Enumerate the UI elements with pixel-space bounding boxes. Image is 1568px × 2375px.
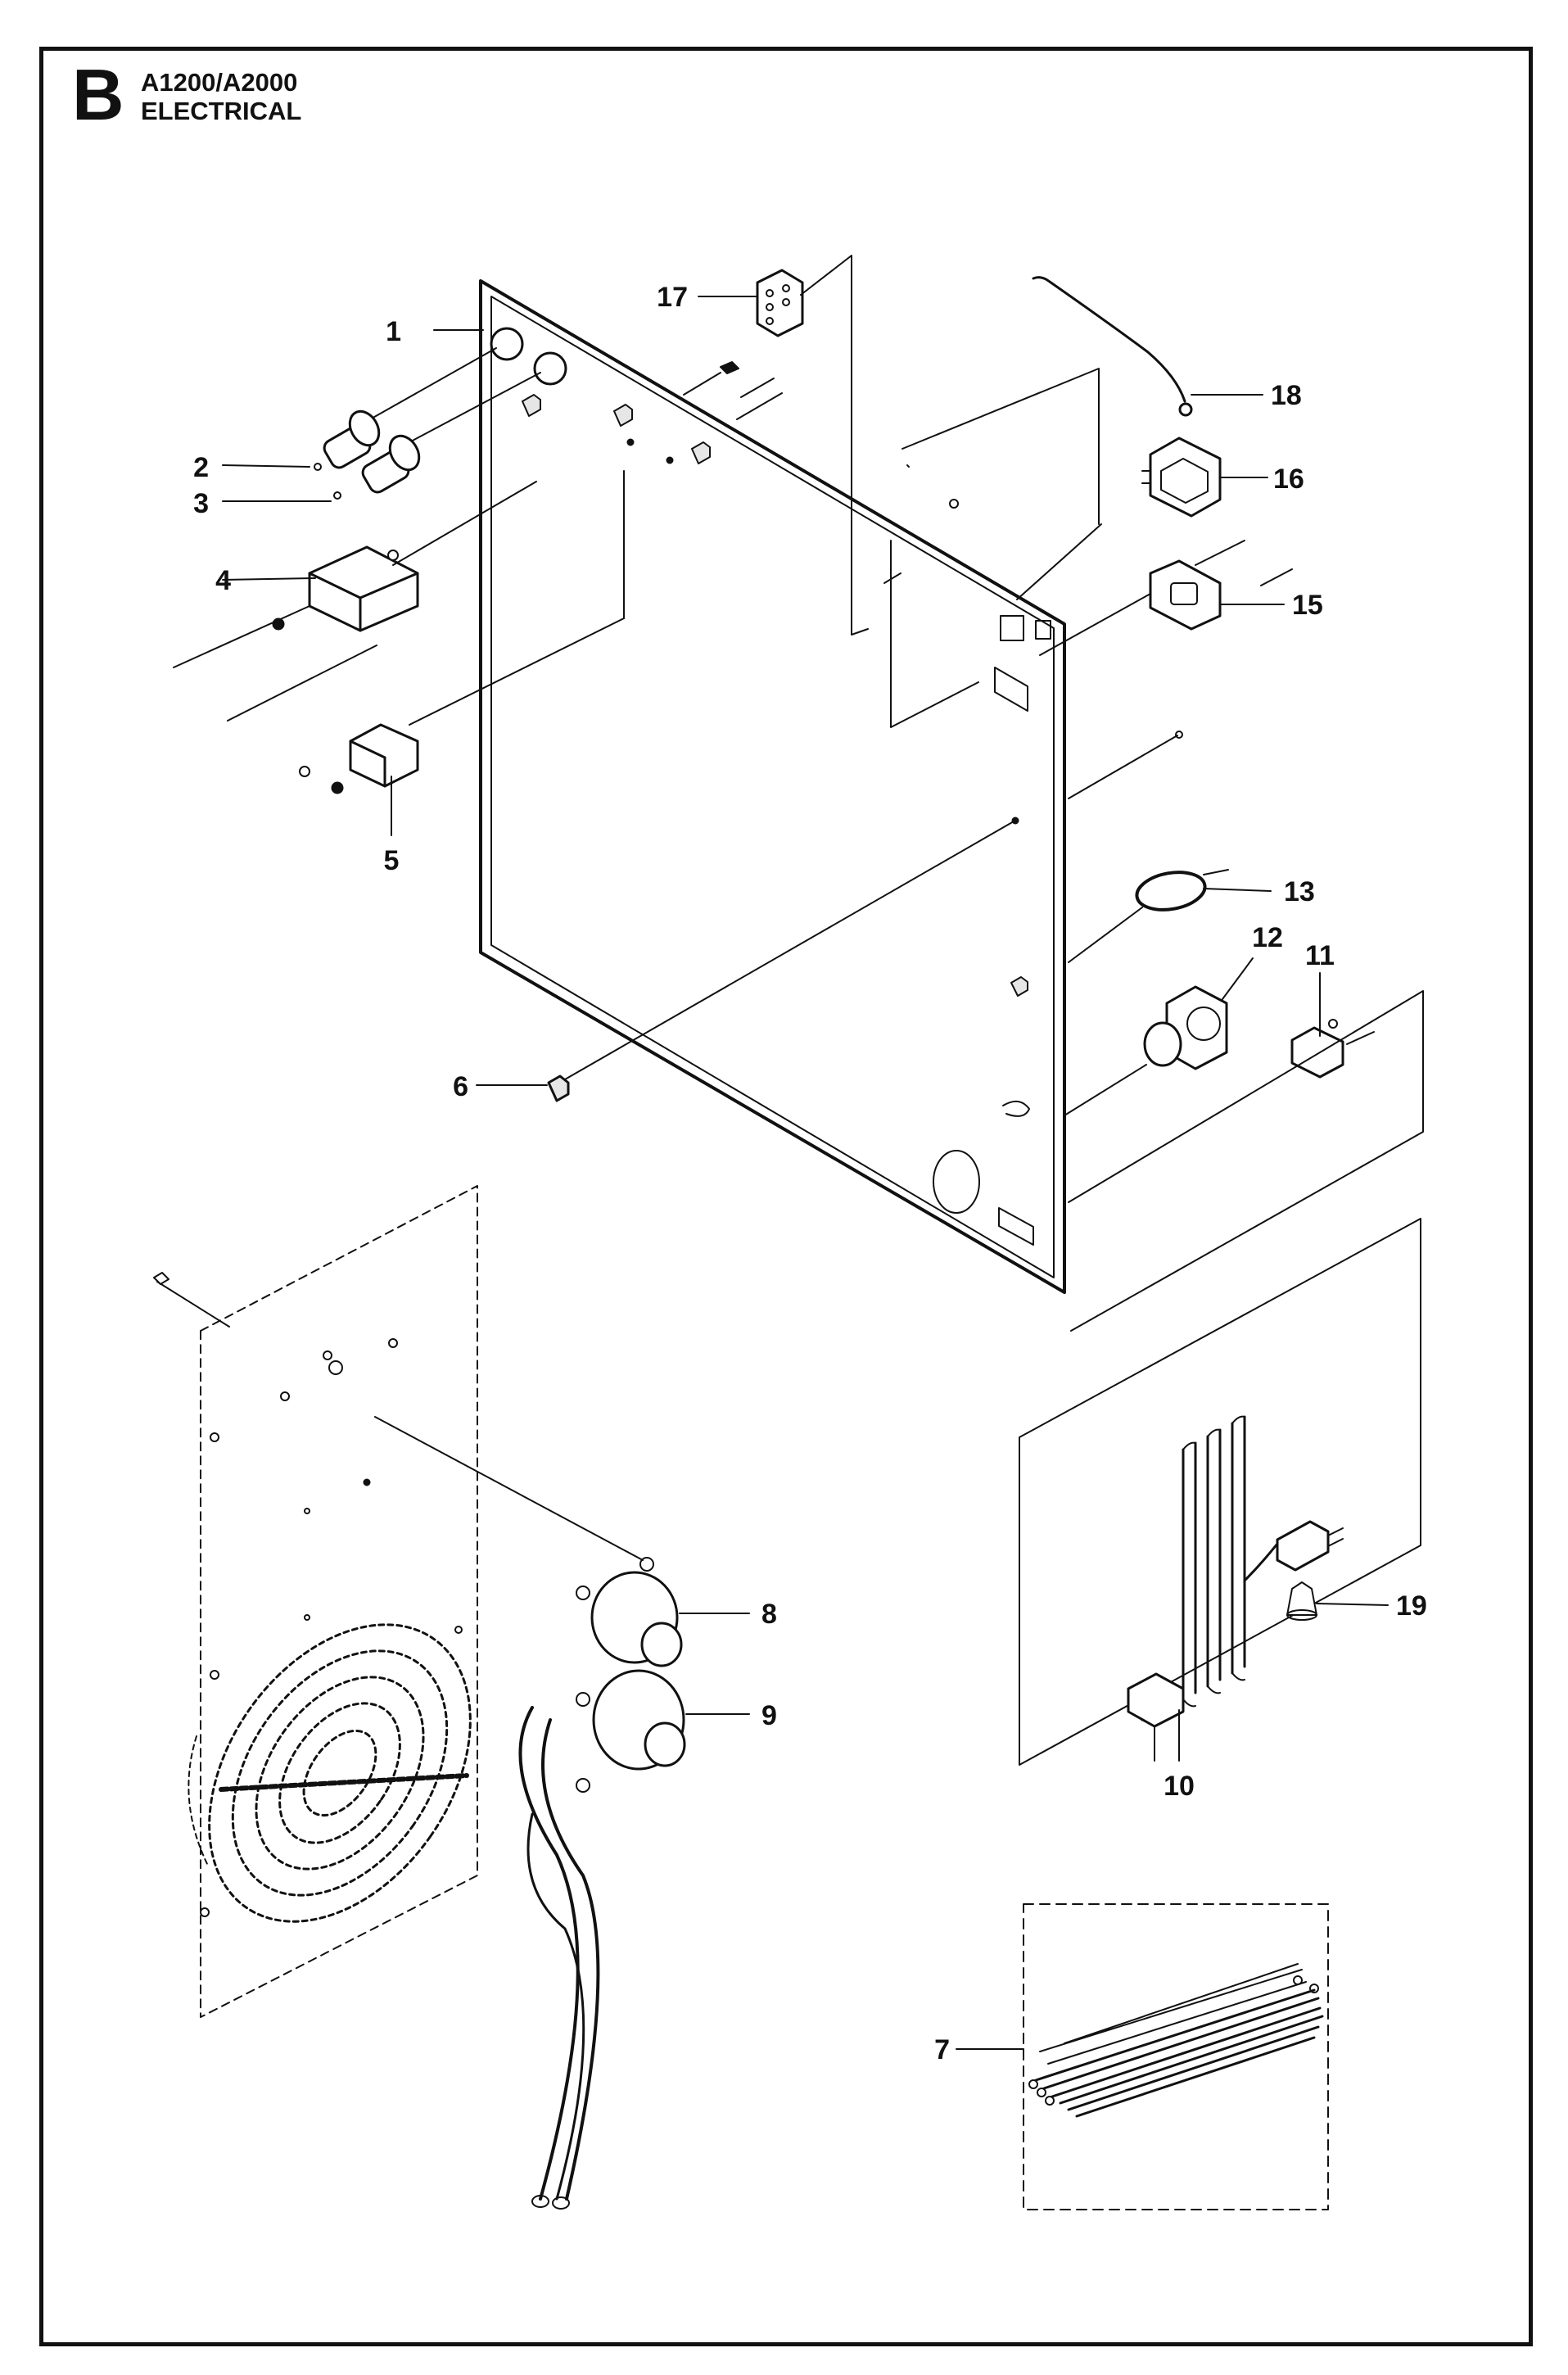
callout-1: 1 — [386, 316, 401, 347]
section-letter: B — [72, 54, 124, 135]
outlet-connector — [1068, 990, 1424, 1332]
cable-ties-kit — [1023, 1903, 1329, 2210]
page-border — [39, 47, 1533, 2346]
callout-2: 2 — [193, 452, 209, 483]
cable-strap — [1068, 869, 1229, 963]
callout-4: 4 — [215, 565, 231, 596]
callout-19: 19 — [1396, 1590, 1427, 1622]
callout-15: 15 — [1292, 590, 1323, 621]
leader-lines — [222, 296, 1389, 2050]
callout-labels: 1 2 3 4 5 6 7 8 9 10 11 12 13 15 16 17 1… — [193, 282, 1427, 2065]
callout-12: 12 — [1252, 922, 1283, 953]
callout-3: 3 — [193, 488, 209, 519]
relay-block — [299, 470, 625, 794]
callout-18: 18 — [1271, 380, 1302, 411]
thermostat — [1064, 985, 1228, 1116]
model-number: A1200/A2000 — [141, 68, 298, 97]
callout-5: 5 — [384, 845, 400, 876]
callout-11: 11 — [1305, 940, 1335, 971]
callout-7: 7 — [934, 2034, 950, 2065]
sensor-wire — [1032, 276, 1193, 417]
fan-mounting-plate — [153, 1185, 478, 2018]
terminal-block — [683, 255, 869, 636]
page-title: A1200/A2000 ELECTRICAL — [141, 68, 302, 125]
callout-17: 17 — [657, 282, 688, 313]
callout-8: 8 — [761, 1599, 777, 1630]
power-inlet — [883, 540, 1293, 728]
callout-13: 13 — [1284, 876, 1315, 907]
callout-6: 6 — [453, 1071, 468, 1102]
cable-clip — [547, 817, 1019, 1102]
back-panel — [479, 279, 1066, 1294]
rocker-switch — [901, 368, 1222, 600]
capacitor-box — [173, 481, 537, 722]
connector-plugs — [314, 347, 541, 500]
callout-10: 10 — [1164, 1771, 1195, 1802]
pressure-switches — [374, 1416, 686, 2210]
callout-16: 16 — [1273, 464, 1304, 495]
group-name: ELECTRICAL — [141, 96, 302, 125]
callout-9: 9 — [761, 1700, 777, 1731]
power-cord-panel — [1019, 1218, 1421, 1766]
panel-screw — [1068, 731, 1183, 799]
